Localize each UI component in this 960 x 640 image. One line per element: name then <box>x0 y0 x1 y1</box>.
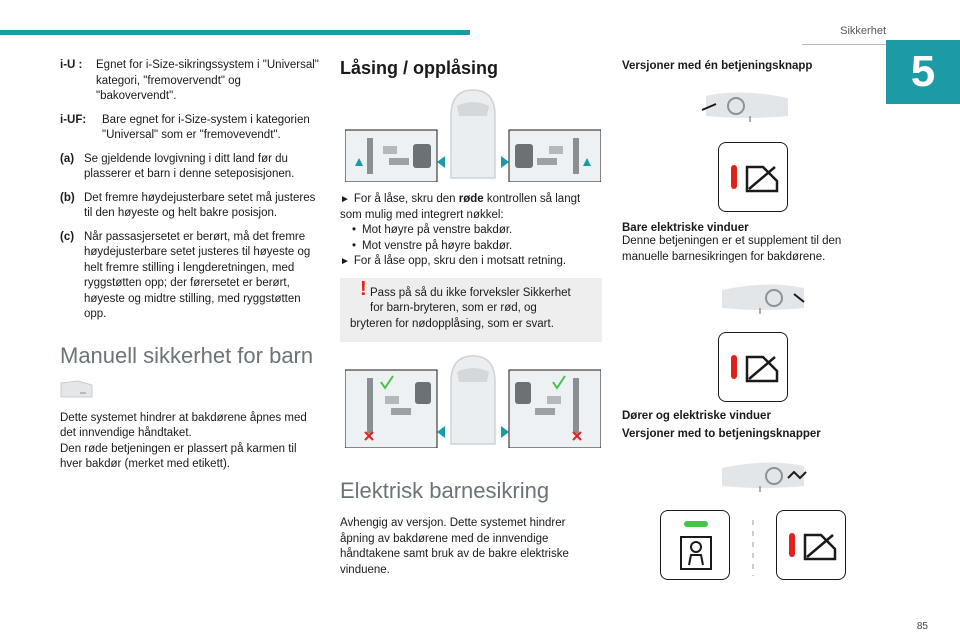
lock-illustration <box>344 86 602 183</box>
child-lock-window-button[interactable] <box>776 510 846 580</box>
child-lock-icon <box>680 521 712 570</box>
windows-only-text: Denne betjeningen er et supplement til d… <box>622 235 842 263</box>
lock-instructions: ►For å låse, skru den røde kontrollen så… <box>340 192 602 342</box>
unlock-illustration <box>344 352 602 449</box>
note-b: (b) Det fremre høydejusterbare setet må … <box>60 191 322 222</box>
arrow-right-icon: ► <box>340 194 350 205</box>
definition-iu: i-U : Egnet for i-Size-sikringssystem i … <box>60 58 322 105</box>
child-lock-window-button[interactable] <box>718 332 788 402</box>
arrow-right-icon: ► <box>340 256 350 267</box>
definition-term: i-UF: <box>60 113 87 126</box>
door-panel-icon <box>701 92 788 122</box>
window-lock-icon <box>731 355 779 383</box>
manual-child-lock-heading: Manuell sikkerhet for barn <box>60 342 314 368</box>
definition-term: i-U : <box>60 59 83 71</box>
note-key: (b) <box>60 191 75 204</box>
warning-box: ! Pass på så du ikke forveksler Sikkerhe… <box>340 277 602 342</box>
note-a: (a) Se gjeldende lovgivning i ditt land … <box>60 152 322 183</box>
child-lock-window-button[interactable] <box>718 142 788 212</box>
definition-text: Bare egnet for i-Size-system i kategorie… <box>102 113 310 142</box>
page-number: 85 <box>916 621 928 632</box>
note-text: Det fremre høydejusterbare setet må just… <box>84 191 316 220</box>
door-panel-icon <box>722 284 805 314</box>
one-button-heading: Versjoner med én betjeningsknapp <box>622 60 813 72</box>
definition-iuf: i-UF: Bare egnet for i-Size-system i kat… <box>60 113 322 144</box>
warning-icon: ! <box>360 277 367 300</box>
note-key: (a) <box>60 152 75 165</box>
lock-step: ►For å låse, skru den røde kontrollen så… <box>340 193 581 221</box>
column-middle: Låsing / opplåsing <box>340 58 602 79</box>
manual-text-2: Den røde betjeningen er plassert på karm… <box>60 442 297 471</box>
car-door-icon <box>60 379 93 397</box>
electric-text: Avhengig av versjon. Dette systemet hind… <box>340 517 569 576</box>
doors-windows-section: Dører og elektriske vinduer Versjoner me… <box>622 410 862 440</box>
two-buttons-heading: Versjoner med to betjeningsknapper <box>622 428 821 440</box>
windows-only-heading: Bare elektriske vinduer <box>622 222 749 234</box>
doors-windows-heading: Dører og elektriske vinduer <box>622 410 771 422</box>
unlock-step: ►For å låse opp, skru den i motsatt retn… <box>340 255 567 267</box>
note-c: (c) Når passasjersetet er berørt, må det… <box>60 230 322 323</box>
definition-text: Egnet for i-Size-sikringssystem i "Unive… <box>96 59 319 102</box>
note-text: Se gjeldende lovgivning i ditt land før … <box>84 152 295 181</box>
child-lock-door-button[interactable] <box>660 510 730 580</box>
window-lock-icon <box>731 165 779 193</box>
note-text: Når passasjersetet er berørt, må det fre… <box>84 230 311 321</box>
windows-only-section: Bare elektriske vinduer Denne betjeninge… <box>622 222 862 265</box>
note-key: (c) <box>60 230 75 243</box>
separator-dashed <box>752 520 754 576</box>
column-right: Versjoner med én betjeningsknapp <box>622 60 862 72</box>
manual-text-1: Dette systemet hindrer at bakdørene åpne… <box>60 411 307 440</box>
lock-direction-right: Mot venstre på høyre bakdør. <box>340 239 602 255</box>
chapter-number-tab: 5 <box>886 40 960 104</box>
lock-direction-left: Mot høyre på venstre bakdør. <box>340 223 602 239</box>
electric-child-lock-heading: Elektrisk barnesikring <box>340 478 550 503</box>
window-lock-icon <box>789 533 837 561</box>
section-title: Sikkerhet <box>840 25 886 37</box>
door-panel-icon <box>722 462 807 492</box>
header-accent-bar <box>0 30 470 35</box>
section-divider <box>802 44 888 45</box>
electric-section: Elektrisk barnesikring Avhengig av versj… <box>340 478 602 578</box>
column-left: i-U : Egnet for i-Size-sikringssystem i … <box>60 58 322 473</box>
lock-unlock-heading: Låsing / opplåsing <box>340 58 499 78</box>
